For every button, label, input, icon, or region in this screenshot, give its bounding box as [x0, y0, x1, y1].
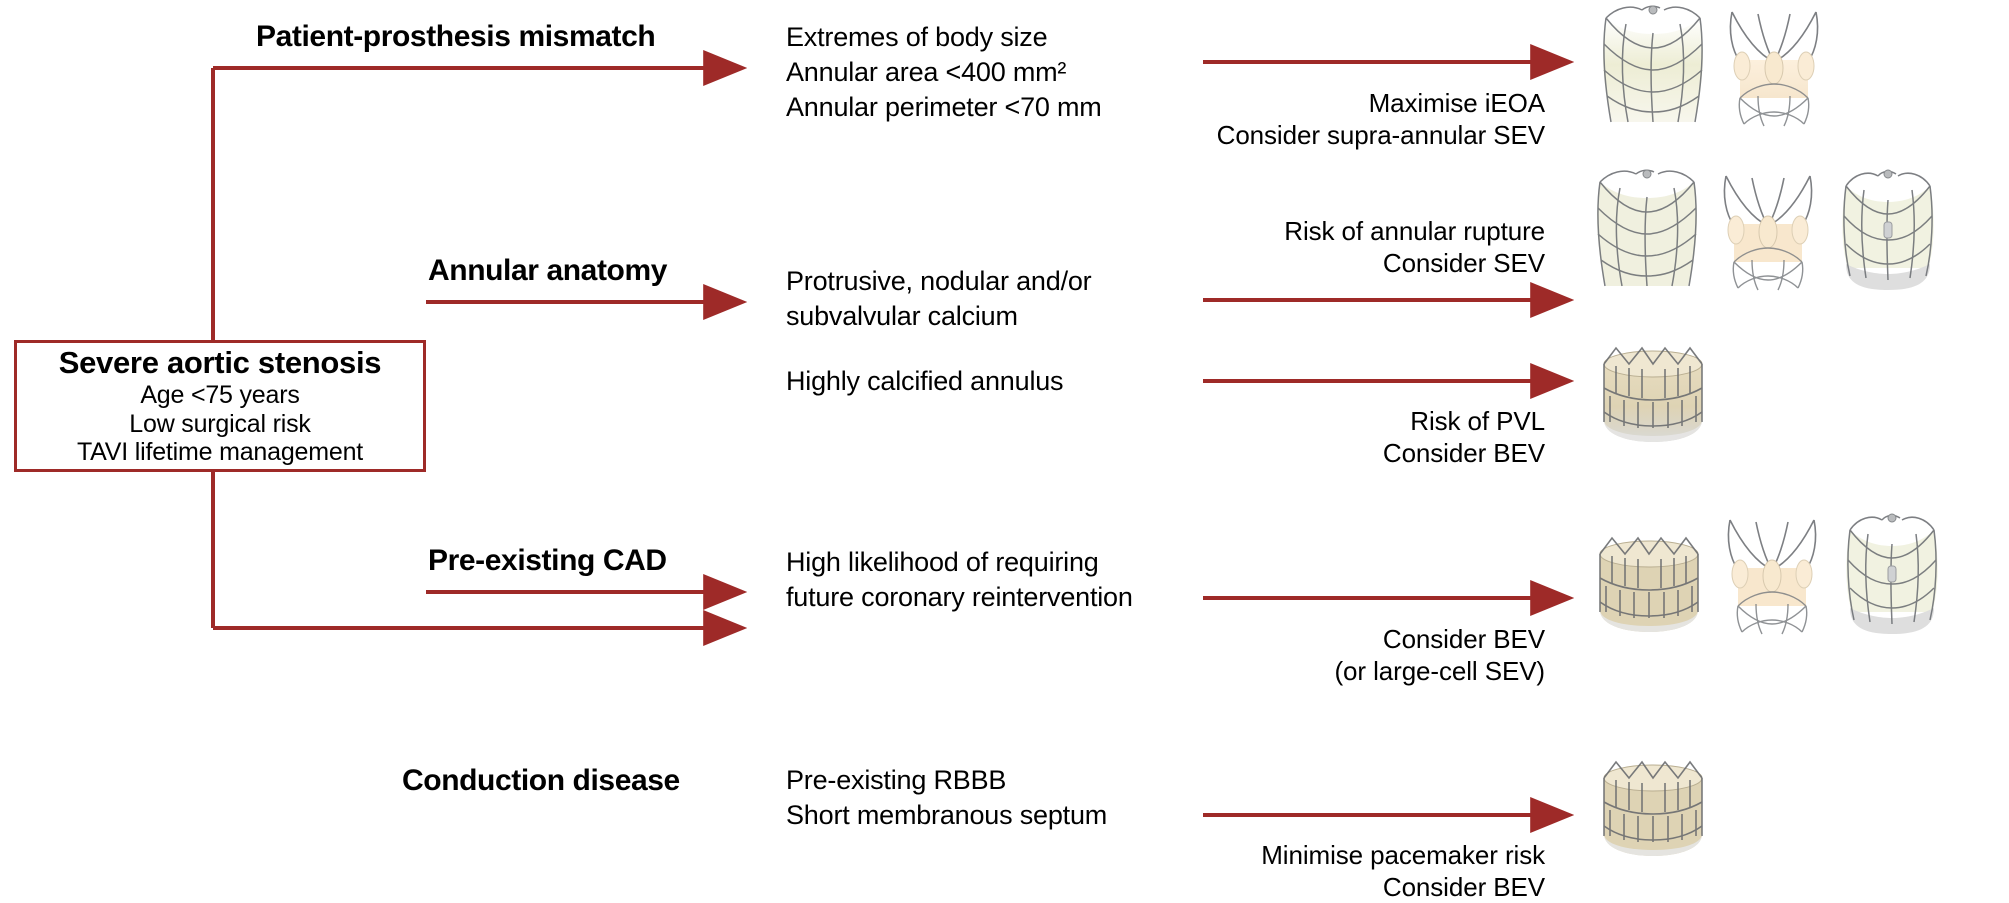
branch-label-patient-prosthesis-mismatch: Patient-prosthesis mismatch	[256, 20, 656, 53]
criteria-highly-calcified-annulus: Highly calcified annulus	[786, 366, 1064, 396]
self-expanding-valve-icon	[1838, 512, 1946, 636]
recommendation-conduction-disease: Minimise pacemaker risk Consider BEV	[1261, 840, 1545, 902]
self-expanding-valve-icon	[1592, 168, 1702, 292]
valve-group-highly-calcified-annulus	[1596, 338, 1710, 446]
root-title: Severe aortic stenosis	[58, 345, 382, 381]
self-expanding-valve-icon	[1716, 512, 1828, 636]
branch-label-pre-existing-cad: Pre-existing CAD	[428, 544, 667, 577]
criteria-conduction-disease: Pre-existing RBBB Short membranous septu…	[786, 765, 1108, 831]
recommendation-patient-prosthesis-mismatch: Maximise iEOA Consider supra-annular SEV	[1216, 88, 1545, 150]
balloon-expandable-valve-icon	[1596, 338, 1710, 446]
self-expanding-valve-icon	[1598, 4, 1708, 128]
root-line-risk: Low surgical risk	[129, 409, 311, 438]
branch-label-annular-anatomy: Annular anatomy	[428, 254, 668, 287]
recommendation-pre-existing-cad: Consider BEV (or large-cell SEV)	[1334, 624, 1546, 686]
balloon-expandable-valve-icon	[1596, 752, 1710, 860]
valve-group-annular-anatomy	[1592, 168, 1942, 292]
self-expanding-valve-icon	[1718, 4, 1830, 128]
balloon-expandable-valve-icon	[1592, 528, 1706, 636]
criteria-annular-anatomy: Protrusive, nodular and/or subvalvular c…	[786, 266, 1092, 332]
valve-group-conduction-disease	[1596, 752, 1710, 860]
branch-label-conduction-disease: Conduction disease	[402, 764, 680, 797]
recommendation-annular-anatomy: Risk of annular rupture Consider SEV	[1284, 216, 1545, 278]
self-expanding-valve-icon	[1712, 168, 1824, 292]
root-line-age: Age <75 years	[140, 381, 300, 410]
self-expanding-valve-icon	[1834, 168, 1942, 292]
criteria-patient-prosthesis-mismatch: Extremes of body size Annular area <400 …	[786, 22, 1102, 123]
recommendation-highly-calcified-annulus: Risk of PVL Consider BEV	[1382, 406, 1545, 468]
valve-group-patient-prosthesis-mismatch	[1598, 4, 1830, 128]
criteria-pre-existing-cad: High likelihood of requiring future coro…	[786, 547, 1133, 613]
valve-group-pre-existing-cad	[1592, 512, 1946, 636]
root-line-management: TAVI lifetime management	[76, 438, 364, 467]
root-node: Severe aortic stenosis Age <75 years Low…	[14, 340, 426, 472]
